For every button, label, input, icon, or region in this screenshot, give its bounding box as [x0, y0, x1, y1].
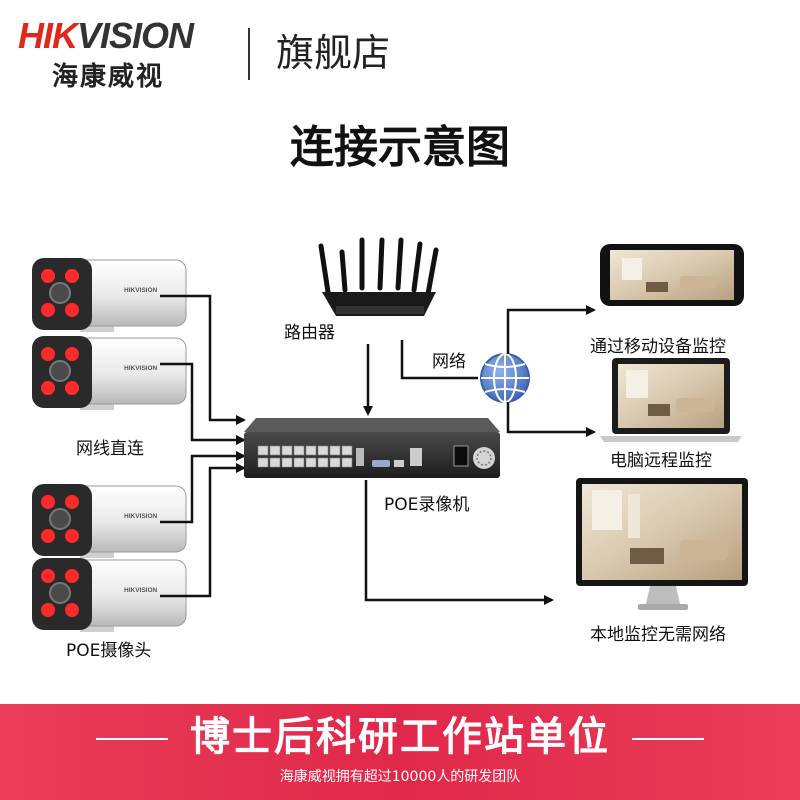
camera-label: POE摄像头 [66, 641, 152, 661]
poe-camera-1: HIKVISION [32, 258, 187, 332]
network-to-mobile-cable [506, 305, 596, 354]
poe-camera-2: HIKVISION [32, 336, 187, 410]
camera-cables [160, 294, 246, 598]
camera-brand-text: HIKVISION [124, 365, 158, 372]
poe-camera-4: HIKVISION [32, 558, 187, 632]
pc-monitoring-label: 电脑远程监控 [610, 451, 712, 471]
brand-logo-red: HIK [18, 15, 78, 56]
globe-icon [480, 353, 530, 403]
brand-logo: HIKVISION [18, 15, 194, 56]
smartphone-icon [600, 244, 744, 306]
poe-camera-3: HIKVISION [32, 484, 187, 558]
nvr-label: POE录像机 [384, 495, 470, 515]
brand-chinese-name: 海康威视 [52, 62, 165, 92]
bottom-banner [0, 704, 800, 800]
banner-subtext: 海康威视拥有超过10000人的研发团队 [279, 769, 521, 785]
mobile-monitoring-label: 通过移动设备监控 [590, 337, 726, 357]
router-to-network-cable [400, 340, 478, 380]
router-label: 路由器 [284, 323, 335, 343]
router-icon [318, 237, 439, 316]
banner-headline: 博士后科研工作站单位 [190, 714, 610, 760]
laptop-icon [600, 358, 742, 442]
camera-brand-text: HIKVISION [124, 587, 158, 594]
store-label: 旗舰店 [276, 31, 391, 75]
camera-brand-text: HIKVISION [124, 513, 158, 520]
brand-logo-dark: VISION [77, 15, 194, 56]
direct-connection-label: 网线直连 [76, 439, 144, 459]
local-monitoring-label: 本地监控无需网络 [590, 625, 726, 645]
page-title: 连接示意图 [290, 122, 510, 173]
monitor-icon [576, 478, 748, 610]
network-label: 网络 [432, 352, 466, 372]
camera-brand-text: HIKVISION [124, 287, 158, 294]
nvr-recorder-icon [244, 418, 500, 478]
banner-line-left [96, 738, 168, 740]
banner-line-right [632, 738, 704, 740]
header-divider [248, 28, 250, 80]
connection-diagram: HIKVISION HIKVISION HIKVISION HIKVISION [32, 237, 748, 632]
nvr-to-monitor-cable [364, 480, 554, 605]
network-to-pc-cable [506, 402, 596, 437]
